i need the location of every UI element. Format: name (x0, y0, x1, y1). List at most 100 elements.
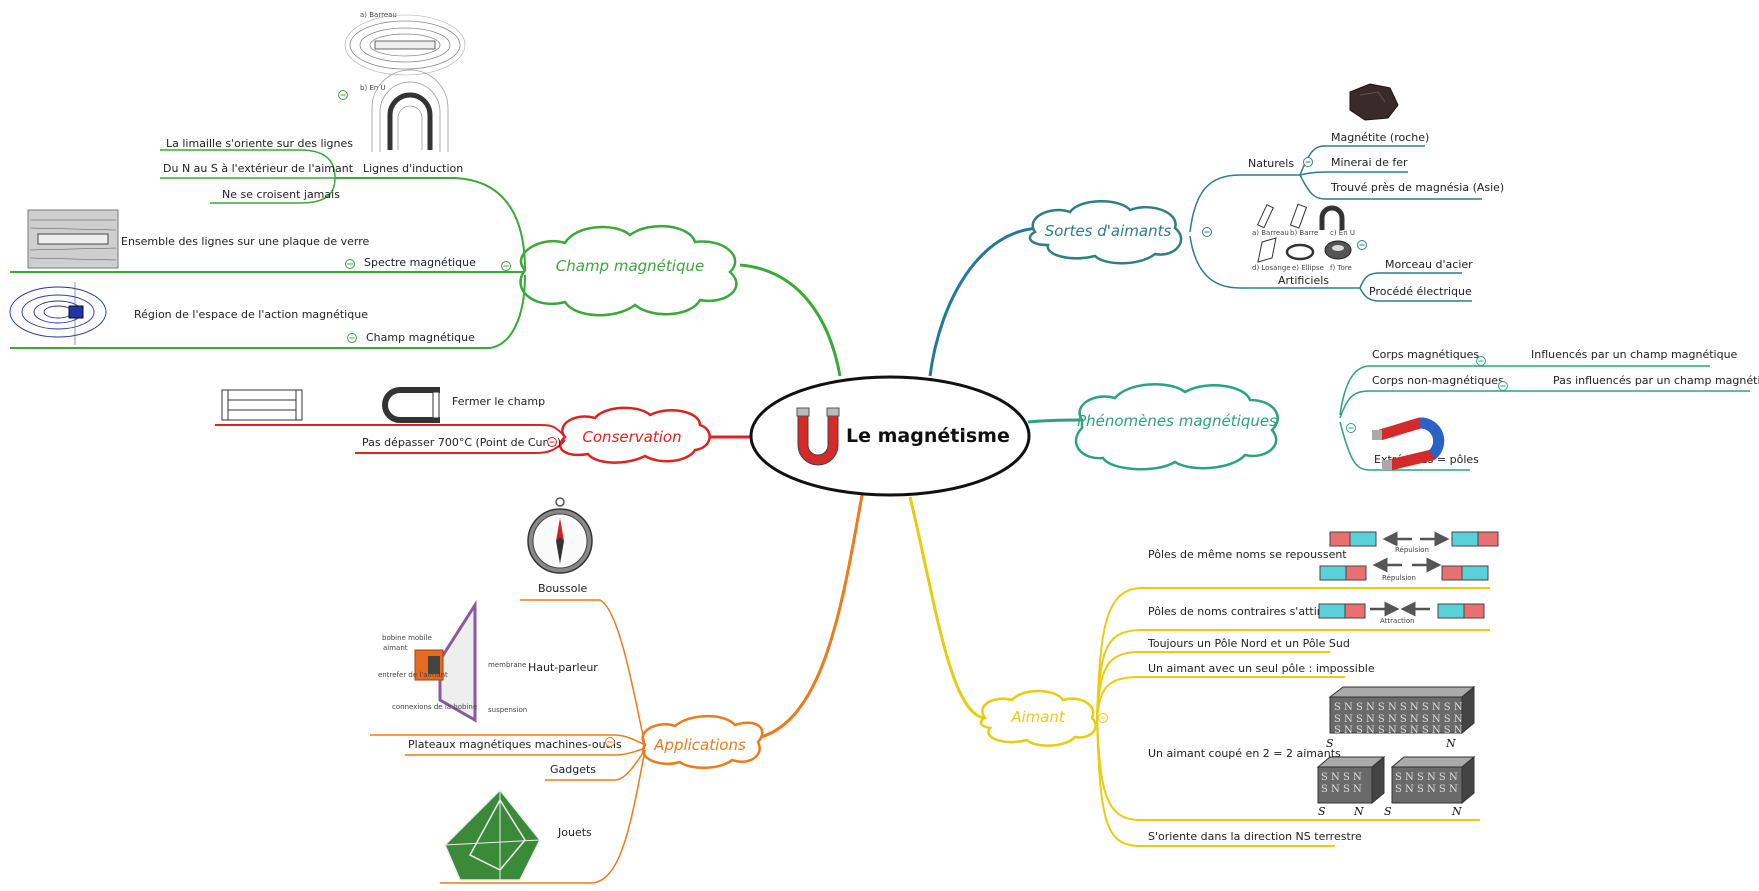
conservation-branch-bottom (355, 439, 566, 454)
collapse-icon[interactable] (547, 437, 557, 447)
lignes-item-2: Du N au S à l'extérieur de l'aimant (163, 162, 354, 175)
svg-text:Répulsion: Répulsion (1382, 574, 1416, 582)
central-node[interactable]: Le magnétisme (749, 375, 1031, 497)
collapse-icon[interactable] (1357, 240, 1367, 250)
svg-text:Répulsion: Répulsion (1395, 546, 1429, 554)
svg-text:S N S N S N S N S N S N: S N S N S N S N S N S N (1334, 702, 1463, 713)
conservation-cloud[interactable]: Conservation (559, 406, 711, 464)
applications-cloud[interactable]: Applications (641, 714, 764, 769)
gadgets-label: Gadgets (550, 763, 596, 776)
lignes-item-3: Ne se croisent jamais (222, 188, 340, 201)
collapse-icon[interactable] (1202, 227, 1212, 237)
svg-text:aimant: aimant (383, 644, 408, 652)
lignes-sub (160, 149, 336, 179)
jouets-label: Jouets (557, 826, 592, 839)
aimant-item-4: Un aimant avec un seul pôle : impossible (1148, 662, 1375, 675)
svg-text:a) Barreau: a) Barreau (360, 11, 397, 19)
compass-image (527, 497, 593, 574)
artificiels-item-line-1 (1359, 272, 1462, 289)
magnetite-rock-image (1349, 83, 1399, 121)
svg-text:membrane: membrane (488, 661, 526, 669)
haut-parleur-label: Haut-parleur (528, 661, 598, 674)
corps-non-label: Corps non-magnétiques (1372, 374, 1504, 387)
cut-magnet-illustration: S N S N S N S N S N S N S N S N S N S N … (1316, 685, 1476, 818)
repulsion-diagram: Répulsion Répulsion (1319, 531, 1499, 582)
applications-title: Applications (653, 736, 746, 754)
svg-text:S: S (1384, 805, 1392, 818)
lignes-sub3 (210, 177, 336, 204)
naturels-item-3: Trouvé près de magnésia (Asie) (1330, 181, 1504, 194)
aimant-cloud[interactable]: Aimant (979, 689, 1097, 747)
aimant-branch-3 (1096, 651, 1330, 719)
magnet-shapes-illustration: a) Barreau b) Barre c) En U d) Losange e… (1252, 203, 1355, 272)
svg-text:S N S N: S N S N (1321, 772, 1362, 783)
svg-text:S N S N: S N S N (1321, 784, 1362, 795)
champ-branch-lignes (335, 177, 526, 271)
conservation-branch-top (215, 424, 566, 438)
svg-text:a) Barreau: a) Barreau (1252, 229, 1289, 237)
svg-text:N: N (1445, 737, 1456, 750)
horseshoe-magnet-image (1372, 417, 1445, 471)
sortes-branch-naturels (1189, 174, 1300, 233)
lignes-item-1: La limaille s'oriente sur des lignes (166, 137, 353, 150)
collapse-icon[interactable] (347, 333, 357, 343)
aimant-item-6: S'oriente dans la direction NS terrestre (1148, 830, 1362, 843)
spectre-label: Spectre magnétique (364, 256, 476, 269)
connector-phenomenes (1027, 418, 1081, 424)
sortes-cloud[interactable]: Sortes d'aimants (1028, 200, 1183, 265)
dipole-field-diagram (9, 282, 107, 345)
app-branch-gadgets (545, 749, 646, 781)
svg-text:d) Losange: d) Losange (1252, 264, 1291, 272)
fermer-label: Fermer le champ (452, 395, 545, 408)
conservation-title: Conservation (582, 428, 681, 446)
app-branch-hp (370, 734, 646, 746)
corps-mag-label: Corps magnétiques (1372, 348, 1479, 361)
attraction-diagram: Attraction (1318, 601, 1485, 625)
svg-text:S N S N S N: S N S N S N (1395, 772, 1458, 783)
svg-text:connexions de la bobine: connexions de la bobine (392, 703, 477, 711)
collapse-icon[interactable] (1303, 157, 1313, 167)
svg-text:N: N (1353, 805, 1364, 818)
sortes-title: Sortes d'aimants (1045, 222, 1172, 240)
sortes-branch-artificiels (1189, 235, 1300, 289)
collapse-icon[interactable] (501, 261, 511, 271)
svg-text:S: S (1326, 737, 1334, 750)
lignes-title: Lignes d'induction (363, 162, 463, 175)
u-keeper-illustration (382, 387, 440, 423)
collapse-icon[interactable] (345, 259, 355, 269)
collapse-icon[interactable] (605, 737, 615, 747)
collapse-icon[interactable] (1476, 356, 1486, 366)
collapse-icon[interactable] (1498, 381, 1508, 391)
magnet-icon (796, 407, 840, 466)
phenomenes-cloud[interactable]: Phénomènes magnétiques (1074, 383, 1279, 471)
ensemble-label: Ensemble des lignes sur une plaque de ve… (121, 235, 370, 248)
phenomenes-title: Phénomènes magnétiques (1077, 412, 1277, 430)
svg-text:S N S N S N S N S N S N: S N S N S N S N S N S N (1334, 714, 1463, 725)
svg-text:c) En U: c) En U (1330, 229, 1355, 237)
svg-text:b) En U: b) En U (360, 84, 386, 92)
champ-leaf-label: Champ magnétique (366, 331, 475, 344)
connector-champ (739, 263, 842, 377)
corps-non-leaf: Pas influencés par un champ magnétique (1553, 374, 1759, 387)
champ-title: Champ magnétique (556, 257, 704, 275)
app-branch-boussole (520, 599, 646, 746)
phenomenes-branch-ext (1339, 421, 1470, 471)
champ-cloud[interactable]: Champ magnétique (519, 224, 738, 317)
plateaux-label: Plateaux magnétiques machines-outils (408, 738, 622, 751)
collapse-icon[interactable] (1098, 713, 1108, 723)
collapse-icon[interactable] (338, 90, 348, 100)
pas-depasser-label: Pas dépasser 700°C (Point de Curie) (362, 436, 561, 449)
aimant-item-1: Pôles de même noms se repoussent (1148, 548, 1347, 561)
aimant-item-2: Pôles de noms contraires s'attirent (1148, 605, 1340, 618)
collapse-icon[interactable] (1346, 423, 1356, 433)
aimant-title: Aimant (1010, 708, 1066, 726)
connector-applications (744, 494, 864, 742)
corps-mag-leaf: Influencés par un champ magnétique (1531, 348, 1738, 361)
naturels-label: Naturels (1248, 157, 1294, 170)
naturels-item-line-2 (1299, 171, 1408, 176)
svg-text:b) Barre: b) Barre (1290, 229, 1318, 237)
aimant-item-3: Toujours un Pôle Nord et un Pôle Sud (1147, 637, 1350, 650)
champ-branch-champ (10, 274, 526, 349)
speaker-diagram: bobine mobile aimant entrefer de l'aiman… (378, 599, 527, 723)
